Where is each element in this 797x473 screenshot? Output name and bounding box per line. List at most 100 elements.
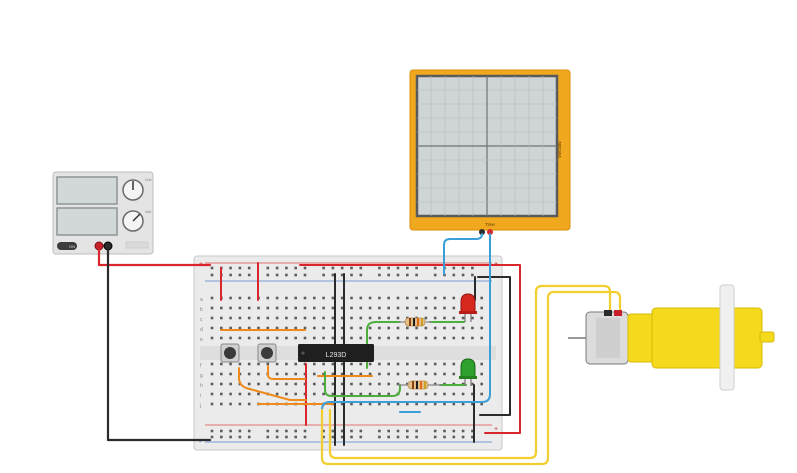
breadboard-hole[interactable] <box>229 326 232 330</box>
breadboard-hole[interactable] <box>480 382 483 386</box>
breadboard-hole[interactable] <box>285 435 288 439</box>
breadboard-hole[interactable] <box>247 382 251 386</box>
breadboard-hole[interactable] <box>452 362 456 366</box>
breadboard-hole[interactable] <box>461 429 465 433</box>
breadboard-hole[interactable] <box>378 336 381 340</box>
breadboard-hole[interactable] <box>340 316 344 320</box>
wire-orange-button-2[interactable] <box>267 365 306 380</box>
breadboard-hole[interactable] <box>303 435 307 439</box>
breadboard-hole[interactable] <box>378 392 381 396</box>
breadboard-hole[interactable] <box>238 306 242 310</box>
breadboard-hole[interactable] <box>433 382 437 386</box>
breadboard-hole[interactable] <box>294 306 297 310</box>
breadboard-hole[interactable] <box>303 296 307 300</box>
breadboard-hole[interactable] <box>220 316 223 320</box>
breadboard-hole[interactable] <box>238 336 242 340</box>
breadboard-hole[interactable] <box>340 402 344 406</box>
breadboard-hole[interactable] <box>229 429 232 433</box>
breadboard-hole[interactable] <box>313 306 316 310</box>
breadboard-hole[interactable] <box>368 326 372 330</box>
breadboard-hole[interactable] <box>387 336 390 340</box>
breadboard-hole[interactable] <box>368 372 372 376</box>
push-button-1[interactable] <box>220 343 240 363</box>
breadboard-hole[interactable] <box>471 429 474 433</box>
breadboard-hole[interactable] <box>220 362 223 366</box>
breadboard-hole[interactable] <box>378 372 381 376</box>
breadboard-hole[interactable] <box>285 266 288 270</box>
breadboard-hole[interactable] <box>275 306 279 310</box>
breadboard-hole[interactable] <box>285 372 288 376</box>
breadboard-hole[interactable] <box>406 362 409 366</box>
breadboard-hole[interactable] <box>313 372 316 376</box>
breadboard-hole[interactable] <box>415 273 418 277</box>
breadboard-hole[interactable] <box>359 382 363 386</box>
breadboard-hole[interactable] <box>285 326 288 330</box>
wire-rail-positive-loop[interactable] <box>299 264 521 434</box>
breadboard-hole[interactable] <box>238 402 242 406</box>
breadboard-hole[interactable] <box>471 382 474 386</box>
breadboard-hole[interactable] <box>275 362 279 366</box>
breadboard-hole[interactable] <box>396 382 400 386</box>
breadboard-hole[interactable] <box>220 429 223 433</box>
breadboard-hole[interactable] <box>387 306 390 310</box>
breadboard-hole[interactable] <box>359 326 363 330</box>
breadboard-hole[interactable] <box>443 362 446 366</box>
breadboard-hole[interactable] <box>433 273 437 277</box>
breadboard-hole[interactable] <box>471 266 474 270</box>
breadboard-hole[interactable] <box>220 402 223 406</box>
wire-supply-positive[interactable] <box>97 248 212 267</box>
breadboard-hole[interactable] <box>229 372 232 376</box>
breadboard-hole[interactable] <box>471 316 474 320</box>
breadboard-hole[interactable] <box>220 372 223 376</box>
breadboard-hole[interactable] <box>396 306 400 310</box>
breadboard-hole[interactable] <box>350 316 353 320</box>
breadboard-hole[interactable] <box>406 392 409 396</box>
breadboard-hole[interactable] <box>275 429 279 433</box>
breadboard-hole[interactable] <box>359 392 363 396</box>
breadboard-hole[interactable] <box>359 429 363 433</box>
breadboard-hole[interactable] <box>415 402 418 406</box>
breadboard-hole[interactable] <box>303 266 307 270</box>
breadboard-hole[interactable] <box>229 402 232 406</box>
breadboard-hole[interactable] <box>396 429 400 433</box>
breadboard-hole[interactable] <box>387 326 390 330</box>
breadboard-hole[interactable] <box>424 316 428 320</box>
breadboard-hole[interactable] <box>461 273 465 277</box>
breadboard-hole[interactable] <box>415 266 418 270</box>
breadboard-hole[interactable] <box>331 429 335 433</box>
breadboard-hole[interactable] <box>210 296 214 300</box>
breadboard-hole[interactable] <box>368 296 372 300</box>
breadboard-hole[interactable] <box>275 382 279 386</box>
breadboard-hole[interactable] <box>461 435 465 439</box>
breadboard-hole[interactable] <box>257 306 260 310</box>
breadboard-hole[interactable] <box>247 435 251 439</box>
breadboard-hole[interactable] <box>229 392 232 396</box>
breadboard-hole[interactable] <box>275 273 279 277</box>
breadboard-hole[interactable] <box>452 435 456 439</box>
breadboard-hole[interactable] <box>220 326 223 330</box>
breadboard-hole[interactable] <box>368 362 372 366</box>
breadboard-hole[interactable] <box>350 392 353 396</box>
breadboard-hole[interactable] <box>285 296 288 300</box>
breadboard-hole[interactable] <box>378 326 381 330</box>
breadboard-hole[interactable] <box>322 362 325 366</box>
breadboard-hole[interactable] <box>443 306 446 310</box>
power-switch[interactable] <box>57 242 77 250</box>
breadboard-hole[interactable] <box>294 266 297 270</box>
breadboard-hole[interactable] <box>378 306 381 310</box>
breadboard-hole[interactable] <box>378 362 381 366</box>
breadboard-hole[interactable] <box>238 316 242 320</box>
breadboard-hole[interactable] <box>229 316 232 320</box>
breadboard-hole[interactable] <box>275 435 279 439</box>
breadboard-hole[interactable] <box>266 273 270 277</box>
breadboard-hole[interactable] <box>303 429 307 433</box>
breadboard-hole[interactable] <box>350 273 353 277</box>
breadboard-hole[interactable] <box>443 273 446 277</box>
breadboard-hole[interactable] <box>368 392 372 396</box>
push-button-2[interactable] <box>257 343 277 363</box>
breadboard-hole[interactable] <box>313 326 316 330</box>
breadboard-hole[interactable] <box>285 306 288 310</box>
breadboard-hole[interactable] <box>443 392 446 396</box>
breadboard-hole[interactable] <box>406 273 409 277</box>
breadboard-hole[interactable] <box>229 382 232 386</box>
